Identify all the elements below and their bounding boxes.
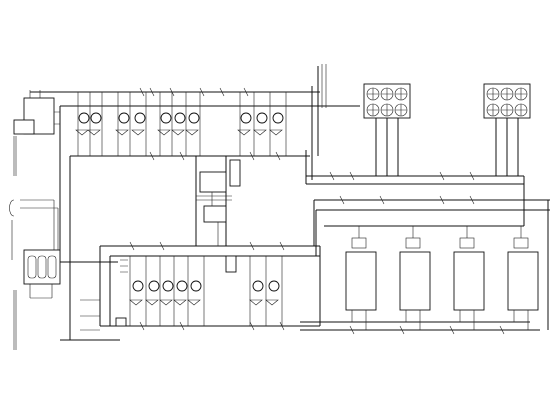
lower-pump-group xyxy=(129,256,283,326)
unit-columns xyxy=(345,226,539,330)
vertical-risers xyxy=(53,66,549,340)
cooling-tower-left xyxy=(363,83,411,158)
main-headers xyxy=(20,91,550,341)
annotation-strips xyxy=(11,64,327,350)
upper-pump-group xyxy=(75,92,287,156)
left-equipment xyxy=(9,90,127,331)
central-equipment xyxy=(196,159,241,273)
cooling-tower-right xyxy=(483,83,531,158)
valve-marks xyxy=(120,87,505,335)
